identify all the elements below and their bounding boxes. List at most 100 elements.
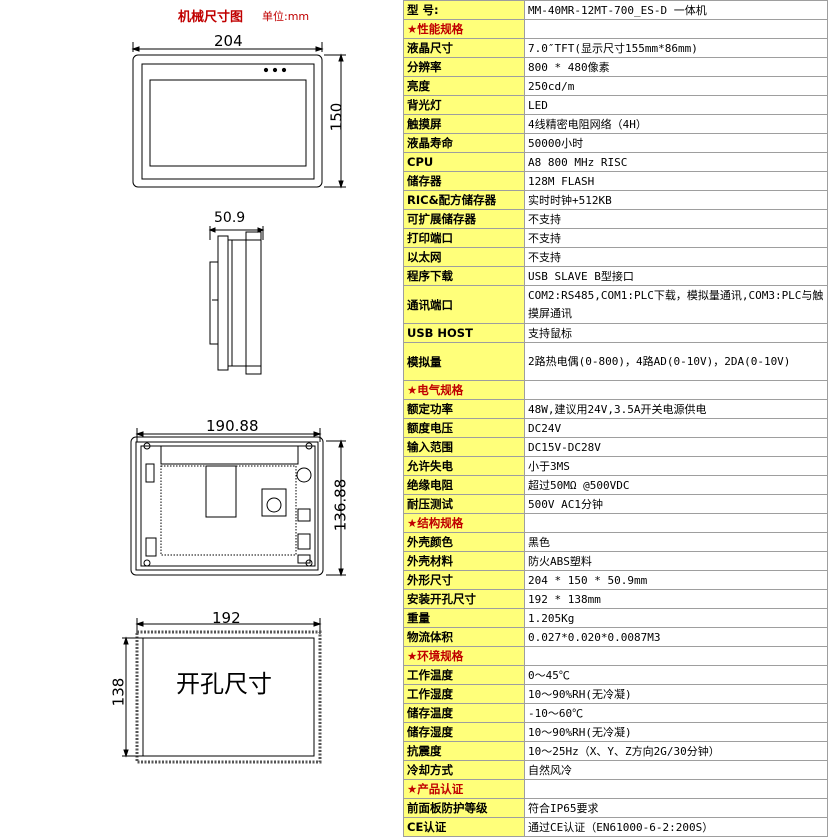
spec-value-text: 2路热电偶(0-800)，4路AD(0-10V)，2DA(0-10V) <box>528 354 791 368</box>
spec-row: 冷却方式自然风冷 <box>403 760 828 780</box>
spec-value: 0.027*0.020*0.0087M3 <box>524 627 828 647</box>
spec-key: 通讯端口 <box>403 285 525 324</box>
spec-section-title: ★结构规格 <box>403 513 525 533</box>
spec-row: 绝缘电阻超过50MΩ @500VDC <box>403 475 828 495</box>
spec-key: USB HOST <box>403 323 525 343</box>
spec-row: 前面板防护等级符合IP65要求 <box>403 798 828 818</box>
spec-section-title: ★性能规格 <box>403 19 525 39</box>
spec-value: USB SLAVE B型接口 <box>524 266 828 286</box>
spec-row: 储存温度-10～60℃ <box>403 703 828 723</box>
spec-key: 安装开孔尺寸 <box>403 589 525 609</box>
rear-width-label: 190.88 <box>206 417 259 435</box>
spec-row: 外壳颜色黑色 <box>403 532 828 552</box>
spec-value: 不支持 <box>524 247 828 267</box>
spec-key: 储存湿度 <box>403 722 525 742</box>
spec-key: 外形尺寸 <box>403 570 525 590</box>
spec-key: 背光灯 <box>403 95 525 115</box>
spec-row: 以太网不支持 <box>403 247 828 267</box>
spec-key: 耐压测试 <box>403 494 525 514</box>
spec-value: 500V AC1分钟 <box>524 494 828 514</box>
spec-row: RIC&配方储存器实时时钟+512KB <box>403 190 828 210</box>
spec-key: 程序下载 <box>403 266 525 286</box>
spec-section-title: ★电气规格 <box>403 380 525 400</box>
side-depth-label: 50.9 <box>214 210 246 226</box>
spec-value: 204 * 150 * 50.9mm <box>524 570 828 590</box>
spec-key: 触摸屏 <box>403 114 525 134</box>
spec-key: RIC&配方储存器 <box>403 190 525 210</box>
spec-value <box>524 513 828 533</box>
spec-value: 192 * 138mm <box>524 589 828 609</box>
cutout-size-label: 开孔尺寸 <box>176 670 272 698</box>
spec-value: 防火ABS塑料 <box>524 551 828 571</box>
spec-value: 7.0″TFT(显示尺寸155mm*86mm) <box>524 38 828 58</box>
spec-section-title: ★环境规格 <box>403 646 525 666</box>
spec-value <box>524 19 828 39</box>
spec-value: 通过CE认证（EN61000-6-2:200S） <box>524 817 828 837</box>
spec-section-row: ★性能规格 <box>403 19 828 39</box>
spec-key: 储存器 <box>403 171 525 191</box>
spec-key: 抗震度 <box>403 741 525 761</box>
spec-value: 1.205Kg <box>524 608 828 628</box>
mechanical-drawing-panel: 机械尺寸图 单位:mm 204 150 50.9 190.88 136.88 1… <box>0 0 404 800</box>
spec-value <box>524 779 828 799</box>
spec-key: 允许失电 <box>403 456 525 476</box>
spec-value: 48W,建议用24V,3.5A开关电源供电 <box>524 399 828 419</box>
spec-key: 冷却方式 <box>403 760 525 780</box>
spec-value: COM2:RS485,COM1:PLC下载，模拟量通讯,COM3:PLC与触摸屏… <box>524 285 828 324</box>
drawing-title: 机械尺寸图 <box>178 10 244 25</box>
spec-value: 2路热电偶(0-800)，4路AD(0-10V)，2DA(0-10V) <box>524 342 828 381</box>
spec-key: 重量 <box>403 608 525 628</box>
spec-value: 实时时钟+512KB <box>524 190 828 210</box>
spec-value: 自然风冷 <box>524 760 828 780</box>
spec-key: 工作湿度 <box>403 684 525 704</box>
spec-value: 10～25Hz（X、Y、Z方向2G/30分钟） <box>524 741 828 761</box>
spec-key: CPU <box>403 152 525 172</box>
spec-value: 支持鼠标 <box>524 323 828 343</box>
spec-row: 型 号:MM-40MR-12MT-700_ES-D 一体机 <box>403 0 828 20</box>
spec-value: 800 * 480像素 <box>524 57 828 77</box>
spec-value: LED <box>524 95 828 115</box>
spec-value: 0～45℃ <box>524 665 828 685</box>
spec-key: 分辨率 <box>403 57 525 77</box>
spec-value: -10～60℃ <box>524 703 828 723</box>
spec-key: 工作温度 <box>403 665 525 685</box>
spec-value: 不支持 <box>524 228 828 248</box>
spec-key: 以太网 <box>403 247 525 267</box>
spec-row: CE认证通过CE认证（EN61000-6-2:200S） <box>403 817 828 837</box>
spec-key: 打印端口 <box>403 228 525 248</box>
spec-value: A8 800 MHz RISC <box>524 152 828 172</box>
spec-value: 小于3MS <box>524 456 828 476</box>
spec-key: 物流体积 <box>403 627 525 647</box>
spec-value <box>524 380 828 400</box>
spec-row: 外壳材料防火ABS塑料 <box>403 551 828 571</box>
spec-value: 4线精密电阻网络（4H） <box>524 114 828 134</box>
spec-key: 模拟量 <box>403 342 525 381</box>
spec-row: 允许失电小于3MS <box>403 456 828 476</box>
spec-value <box>524 646 828 666</box>
spec-value: DC15V-DC28V <box>524 437 828 457</box>
spec-section-row: ★产品认证 <box>403 779 828 799</box>
spec-key: 液晶寿命 <box>403 133 525 153</box>
spec-value-text: COM2:RS485,COM1:PLC下载，模拟量通讯,COM3:PLC与触摸屏… <box>528 288 824 320</box>
spec-value: 超过50MΩ @500VDC <box>524 475 828 495</box>
spec-row: 可扩展储存器不支持 <box>403 209 828 229</box>
spec-value: 250cd/m <box>524 76 828 96</box>
side-view <box>208 226 265 375</box>
spec-key: 液晶尺寸 <box>403 38 525 58</box>
